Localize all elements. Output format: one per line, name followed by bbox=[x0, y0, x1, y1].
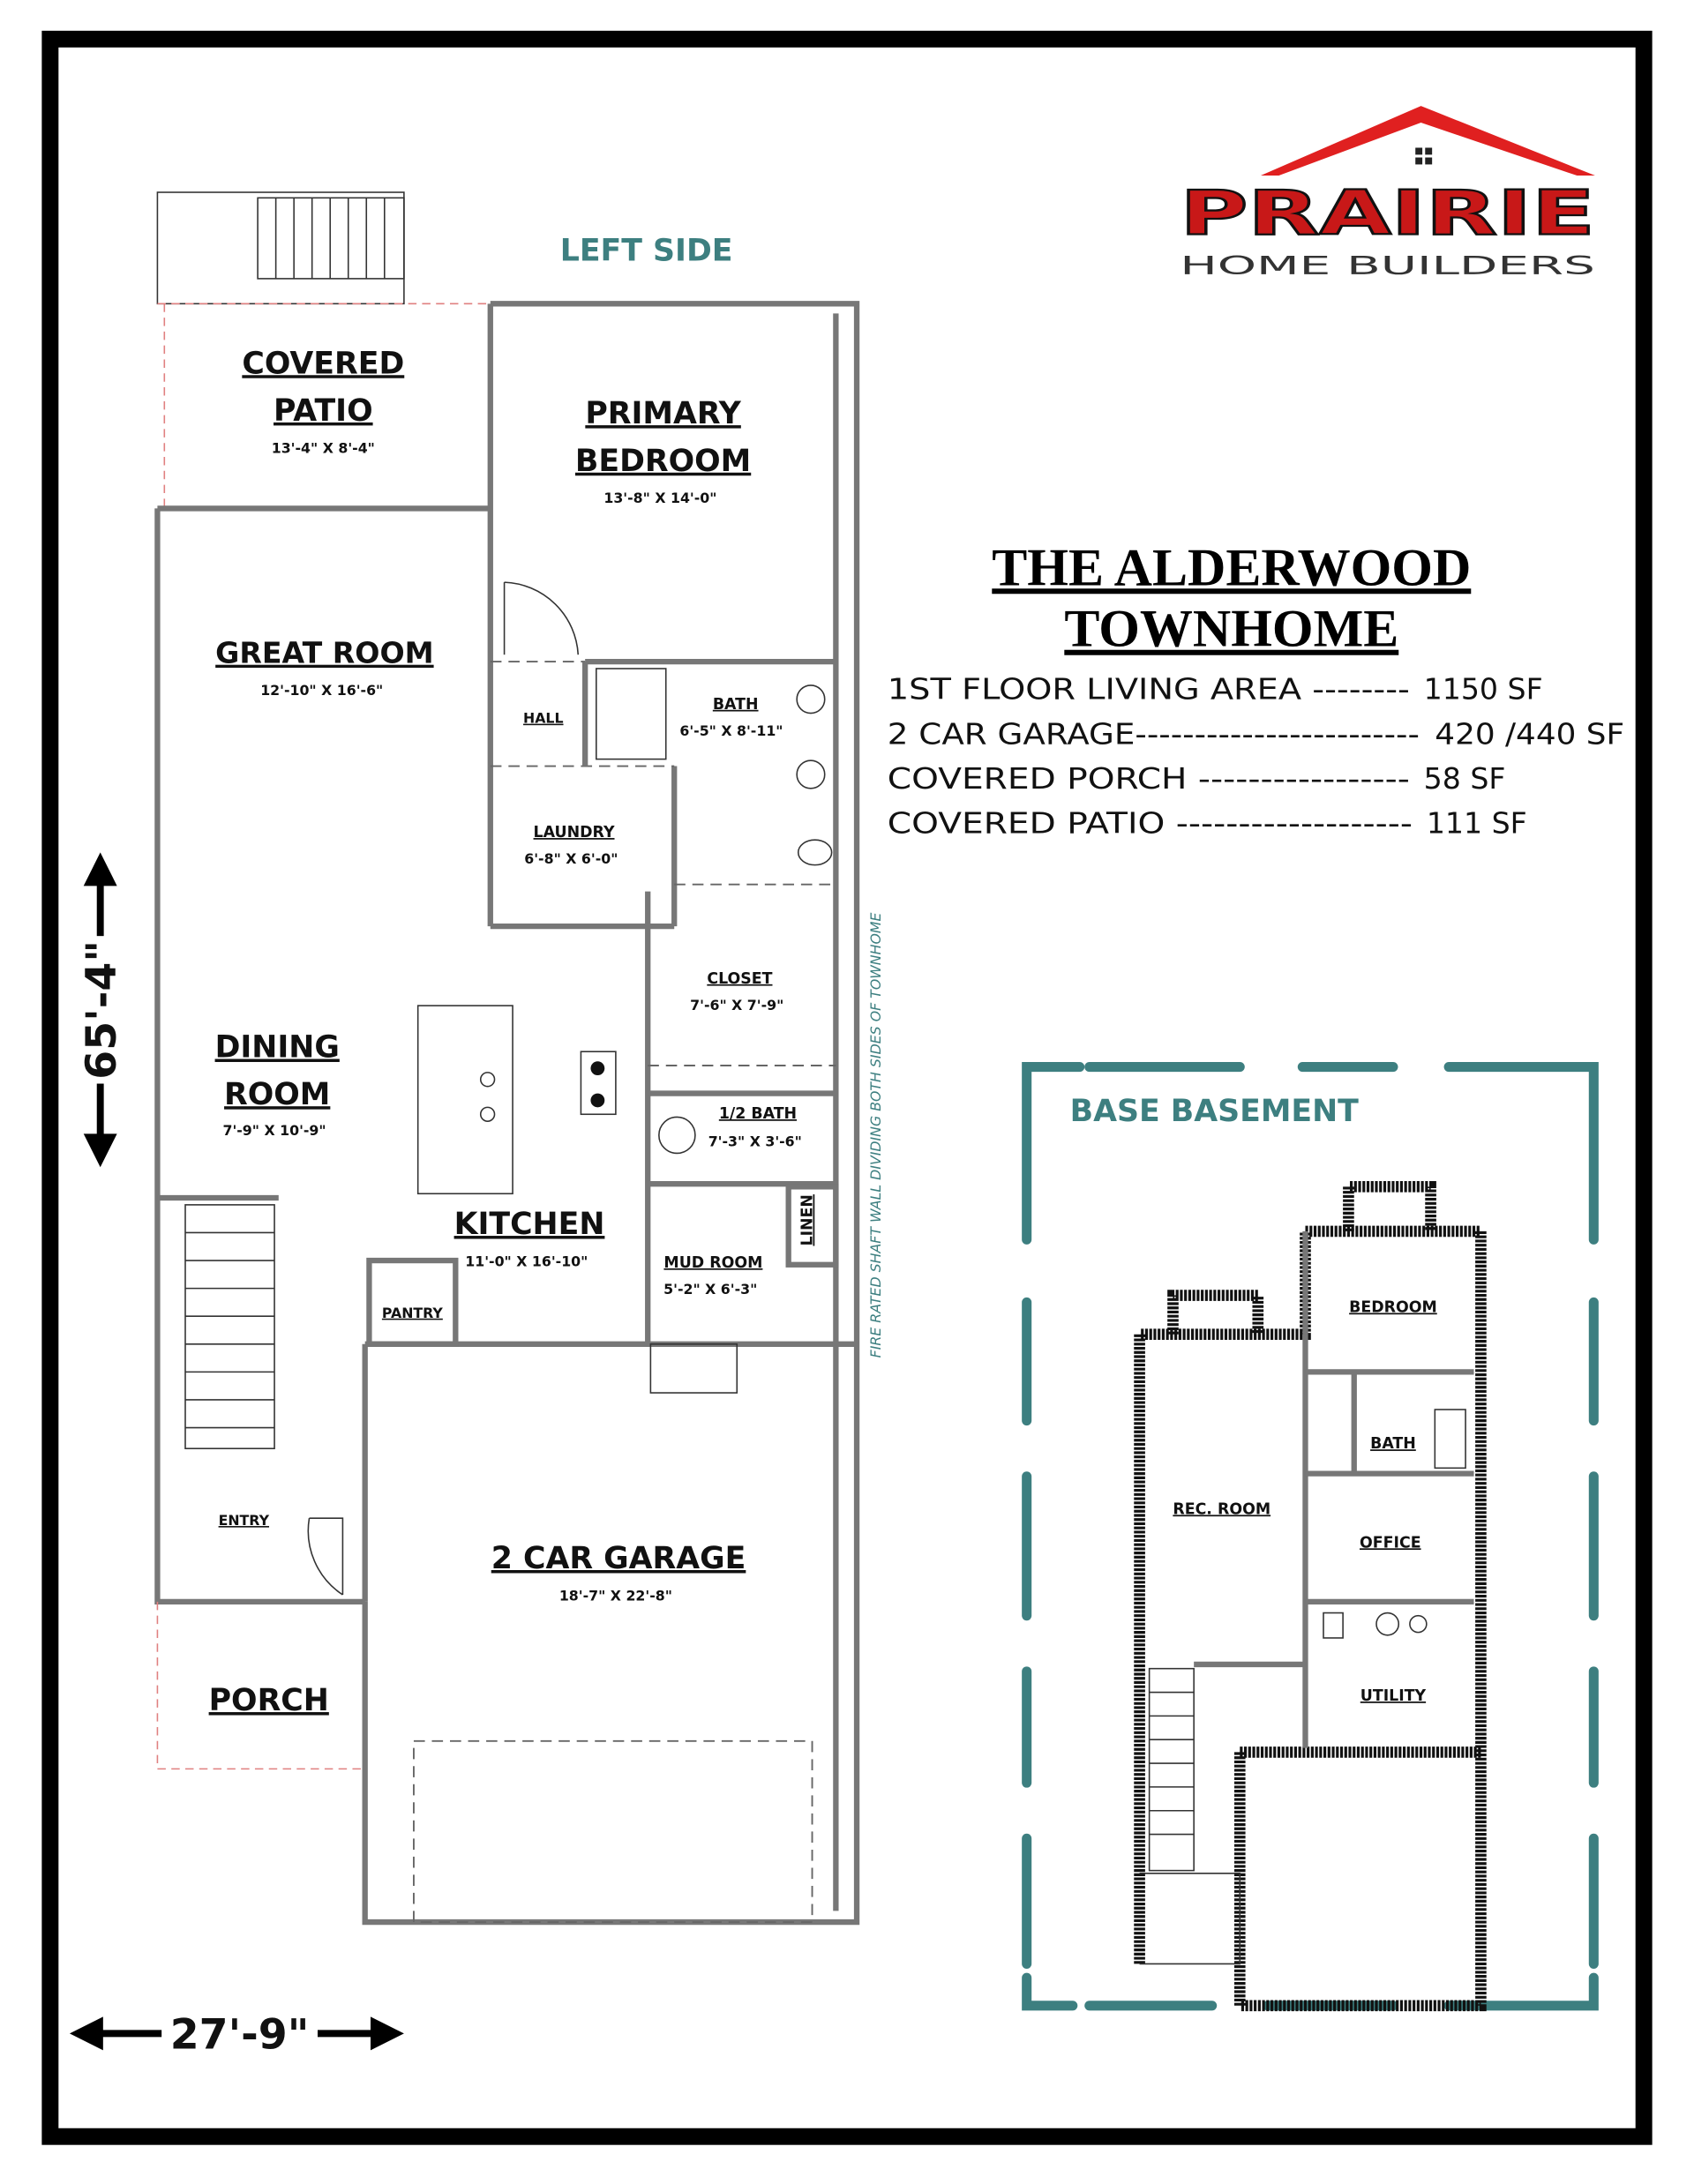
room-label-primary-bedroom-2: BEDROOM bbox=[575, 444, 751, 479]
first-floor-plan: COVERED PATIO 13'-4" X 8'-4" PRIMARY BED… bbox=[154, 191, 884, 1926]
spec-value: 1150 SF bbox=[1424, 672, 1543, 707]
spec-value: 111 SF bbox=[1427, 805, 1527, 840]
logo-sub: HOME BUILDERS bbox=[1180, 251, 1595, 280]
basement-room-office: OFFICE bbox=[1360, 1534, 1421, 1552]
room-dim: 13'-8" X 14'-0" bbox=[603, 490, 716, 506]
room-dim: 18'-7" X 22'-8" bbox=[559, 1587, 672, 1604]
room-dim: 12'-10" X 16'-6" bbox=[260, 682, 383, 699]
room-dim: 11'-0" X 16'-10" bbox=[465, 1253, 588, 1269]
shaft-wall-note: FIRE RATED SHAFT WALL DIVIDING BOTH SIDE… bbox=[867, 913, 884, 1358]
kitchen-island bbox=[416, 1005, 513, 1195]
range bbox=[580, 1051, 617, 1116]
arrow-left-icon bbox=[69, 2016, 103, 2051]
room-label-great-room: GREAT ROOM bbox=[215, 636, 433, 670]
room-label-closet: CLOSET bbox=[707, 970, 772, 988]
arrow-down-icon bbox=[83, 1133, 117, 1168]
plan-title-line2: TOWNHOME bbox=[1064, 600, 1398, 658]
arrow-right-icon bbox=[371, 2016, 404, 2051]
prairie-logo: PRAIRIE HOME BUILDERS bbox=[1179, 106, 1596, 280]
basement-room-rec-room: REC. ROOM bbox=[1173, 1500, 1270, 1518]
room-label-kitchen: KITCHEN bbox=[454, 1207, 605, 1242]
room-label-dining-room-2: ROOM bbox=[224, 1077, 330, 1112]
spec-value: 58 SF bbox=[1424, 761, 1506, 796]
room-label-linen: LINEN bbox=[799, 1194, 817, 1245]
room-label-entry: ENTRY bbox=[219, 1512, 270, 1529]
room-dim: 6'-5" X 8'-11" bbox=[679, 722, 783, 739]
basement-room-utility: UTILITY bbox=[1360, 1687, 1427, 1705]
logo-brand: PRAIRIE bbox=[1180, 178, 1595, 249]
garage-door bbox=[413, 1739, 813, 1924]
room-label-pantry: PANTRY bbox=[382, 1305, 444, 1321]
room-dim: 13'-4" X 8'-4" bbox=[272, 439, 375, 456]
room-label-primary-bedroom: PRIMARY bbox=[585, 396, 741, 431]
room-dim: 5'-2" X 6'-3" bbox=[663, 1281, 757, 1298]
arrow-up-icon bbox=[83, 852, 117, 886]
room-label-garage: 2 CAR GARAGE bbox=[491, 1541, 746, 1576]
room-label-half-bath: 1/2 BATH bbox=[719, 1105, 797, 1123]
plan-title-line1: THE ALDERWOOD bbox=[992, 538, 1471, 596]
left-side-label: LEFT SIDE bbox=[560, 233, 733, 268]
spec-label: COVERED PATIO ------------------- bbox=[888, 805, 1413, 840]
room-label-covered-patio-2: PATIO bbox=[274, 393, 373, 429]
area-specs: 1ST FLOOR LIVING AREA -------- 1150 SF 2… bbox=[888, 672, 1624, 841]
room-label-dining-room: DINING bbox=[215, 1030, 340, 1066]
patio-stairs bbox=[257, 197, 405, 280]
interior-stairs bbox=[184, 1204, 275, 1450]
spec-label: 1ST FLOOR LIVING AREA -------- bbox=[888, 672, 1410, 707]
room-label-laundry: LAUNDRY bbox=[534, 824, 615, 841]
page-frame bbox=[41, 30, 1653, 2145]
basement-stairs bbox=[1148, 1667, 1195, 1872]
basement-room-bedroom: BEDROOM bbox=[1349, 1298, 1437, 1316]
width-dimension: 27'-9" bbox=[69, 2008, 404, 2060]
room-dim: 7'-3" X 3'-6" bbox=[708, 1133, 802, 1150]
depth-dimension: 65'-4" bbox=[78, 852, 126, 1168]
spec-value: 420 /440 SF bbox=[1435, 716, 1624, 751]
basement-panel: BASE BASEMENT BEDROOM BATH REC. ROOM OFF… bbox=[1022, 1062, 1599, 2012]
basement-title: BASE BASEMENT bbox=[1070, 1094, 1360, 1129]
overall-width: 27'-9" bbox=[170, 2011, 310, 2060]
room-dim: 7'-9" X 10'-9" bbox=[222, 1122, 326, 1139]
roof-icon bbox=[1260, 106, 1595, 176]
room-label-bath: BATH bbox=[713, 696, 759, 714]
room-dim: 7'-6" X 7'-9" bbox=[690, 997, 783, 1013]
room-label-mud-room: MUD ROOM bbox=[663, 1254, 762, 1272]
room-dim: 6'-8" X 6'-0" bbox=[524, 850, 618, 867]
basement-frame bbox=[1022, 1062, 1599, 2011]
room-label-covered-patio: COVERED bbox=[242, 346, 404, 381]
spec-label: 2 CAR GARAGE------------------------ bbox=[888, 716, 1420, 751]
room-label-hall: HALL bbox=[523, 710, 564, 727]
spec-label: COVERED PORCH ----------------- bbox=[888, 761, 1410, 796]
basement-room-bath: BATH bbox=[1370, 1435, 1416, 1453]
room-label-porch: PORCH bbox=[209, 1683, 329, 1718]
overall-depth: 65'-4" bbox=[78, 940, 126, 1080]
